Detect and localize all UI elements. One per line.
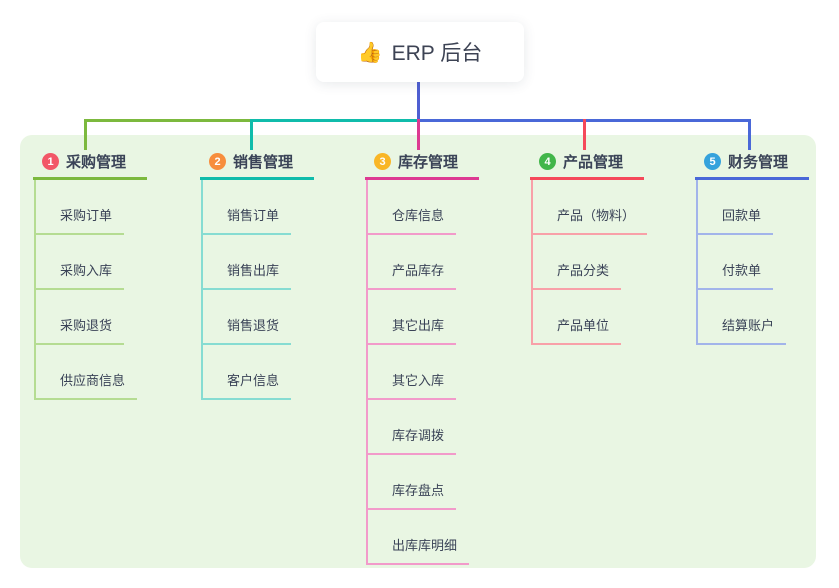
root-node-label: ERP 后台 bbox=[391, 42, 483, 65]
node-item[interactable]: 产品分类 bbox=[533, 235, 644, 290]
branch-children: 回款单 付款单 结算账户 bbox=[696, 180, 809, 345]
node-item[interactable]: 结算账户 bbox=[698, 290, 809, 345]
node-item[interactable]: 仓库信息 bbox=[368, 180, 479, 235]
branch-sales: 2 销售管理 销售订单 销售出库 销售退货 客户信息 bbox=[200, 146, 314, 400]
branch-drop-product bbox=[583, 119, 586, 150]
node-label: 供应商信息 bbox=[36, 370, 138, 400]
branch-underline bbox=[695, 177, 809, 180]
branch-title-finance[interactable]: 5 财务管理 bbox=[695, 146, 809, 177]
branch-children: 采购订单 采购入库 采购退货 供应商信息 bbox=[34, 180, 147, 400]
thumbs-up-icon: 👍 bbox=[357, 41, 383, 64]
branch-underline bbox=[530, 177, 644, 180]
node-label: 采购入库 bbox=[36, 260, 125, 290]
node-item[interactable]: 销售退货 bbox=[203, 290, 314, 345]
branch-title-label: 库存管理 bbox=[398, 154, 459, 171]
node-label: 采购退货 bbox=[36, 315, 125, 345]
node-label: 销售订单 bbox=[203, 205, 292, 235]
branches-background-panel bbox=[20, 135, 816, 568]
node-item[interactable]: 产品（物料） bbox=[533, 180, 648, 235]
branch-title-label: 采购管理 bbox=[66, 154, 127, 171]
node-item[interactable]: 回款单 bbox=[698, 180, 809, 235]
root-node-erp[interactable]: 👍 ERP 后台 bbox=[316, 22, 524, 82]
node-item[interactable]: 其它出库 bbox=[368, 290, 479, 345]
node-label: 客户信息 bbox=[203, 370, 292, 400]
branch-title-product[interactable]: 4 产品管理 bbox=[530, 146, 644, 177]
node-label: 销售出库 bbox=[203, 260, 292, 290]
connector-segment-procurement bbox=[84, 119, 252, 122]
branch-drop-inventory bbox=[417, 119, 420, 150]
branch-children: 仓库信息 产品库存 其它出库 其它入库 库存调拨 库存盘点 出库库明细 bbox=[366, 180, 479, 565]
node-item[interactable]: 销售订单 bbox=[203, 180, 314, 235]
node-label: 产品库存 bbox=[368, 260, 457, 290]
branch-children: 产品（物料） 产品分类 产品单位 bbox=[531, 180, 648, 345]
badge-5-icon: 5 bbox=[704, 153, 721, 170]
node-item[interactable]: 产品单位 bbox=[533, 290, 644, 345]
branch-title-label: 产品管理 bbox=[563, 154, 624, 171]
badge-4-icon: 4 bbox=[539, 153, 556, 170]
node-label: 回款单 bbox=[698, 205, 774, 235]
branch-title-label: 销售管理 bbox=[233, 154, 294, 171]
node-item[interactable]: 库存盘点 bbox=[368, 455, 479, 510]
connector-segment-sales bbox=[252, 119, 418, 122]
node-label: 出库库明细 bbox=[368, 535, 470, 565]
node-label: 产品分类 bbox=[533, 260, 622, 290]
node-item[interactable]: 其它入库 bbox=[368, 345, 479, 400]
node-label: 库存盘点 bbox=[368, 480, 457, 510]
branch-procurement: 1 采购管理 采购订单 采购入库 采购退货 供应商信息 bbox=[33, 146, 147, 400]
branch-finance: 5 财务管理 回款单 付款单 结算账户 bbox=[695, 146, 809, 345]
badge-2-icon: 2 bbox=[209, 153, 226, 170]
node-item[interactable]: 付款单 bbox=[698, 235, 809, 290]
node-label: 付款单 bbox=[698, 260, 774, 290]
node-label: 库存调拨 bbox=[368, 425, 457, 455]
branch-drop-procurement bbox=[84, 119, 87, 150]
node-label: 结算账户 bbox=[698, 315, 787, 345]
node-item[interactable]: 采购退货 bbox=[36, 290, 147, 345]
branch-product: 4 产品管理 产品（物料） 产品分类 产品单位 bbox=[530, 146, 648, 345]
branch-underline bbox=[365, 177, 479, 180]
node-item[interactable]: 出库库明细 bbox=[368, 510, 479, 565]
node-item[interactable]: 客户信息 bbox=[203, 345, 314, 400]
branch-title-procurement[interactable]: 1 采购管理 bbox=[33, 146, 147, 177]
branch-drop-finance bbox=[748, 119, 751, 150]
node-item[interactable]: 采购订单 bbox=[36, 180, 147, 235]
node-label: 产品（物料） bbox=[533, 205, 648, 235]
node-item[interactable]: 产品库存 bbox=[368, 235, 479, 290]
node-label: 其它出库 bbox=[368, 315, 457, 345]
badge-1-icon: 1 bbox=[42, 153, 59, 170]
branch-title-inventory[interactable]: 3 库存管理 bbox=[365, 146, 479, 177]
node-label: 销售退货 bbox=[203, 315, 292, 345]
branch-drop-sales bbox=[250, 119, 253, 150]
node-item[interactable]: 供应商信息 bbox=[36, 345, 147, 400]
branch-underline bbox=[200, 177, 314, 180]
node-item[interactable]: 库存调拨 bbox=[368, 400, 479, 455]
badge-3-icon: 3 bbox=[374, 153, 391, 170]
branch-inventory: 3 库存管理 仓库信息 产品库存 其它出库 其它入库 库存调拨 库存盘点 出库库… bbox=[365, 146, 479, 565]
node-label: 其它入库 bbox=[368, 370, 457, 400]
root-connector-line bbox=[417, 82, 420, 122]
node-item[interactable]: 采购入库 bbox=[36, 235, 147, 290]
branch-children: 销售订单 销售出库 销售退货 客户信息 bbox=[201, 180, 314, 400]
node-label: 产品单位 bbox=[533, 315, 622, 345]
node-label: 采购订单 bbox=[36, 205, 125, 235]
node-label: 仓库信息 bbox=[368, 205, 457, 235]
branch-title-sales[interactable]: 2 销售管理 bbox=[200, 146, 314, 177]
branch-underline bbox=[33, 177, 147, 180]
branch-title-label: 财务管理 bbox=[728, 154, 789, 171]
node-item[interactable]: 销售出库 bbox=[203, 235, 314, 290]
